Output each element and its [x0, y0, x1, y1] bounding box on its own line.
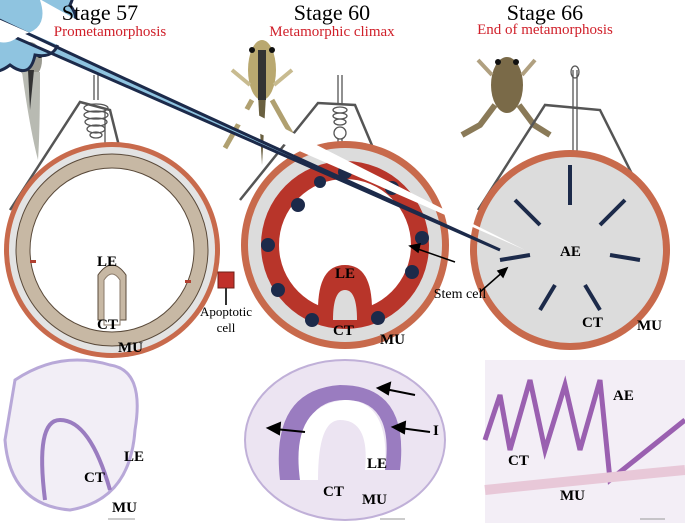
histo-label-mu-66: MU [560, 488, 585, 504]
stage57-title: Stage 57 [61, 0, 139, 25]
histo-label-ct-57: CT [84, 470, 105, 486]
stage60-title: Stage 60 [293, 0, 371, 25]
stage57-subtitle: Prometamorphosis [53, 24, 167, 40]
stem-cell-dots [261, 165, 429, 327]
label-le-57: LE [97, 254, 118, 270]
stage66-subtitle: End of metamorphosis [477, 22, 613, 38]
stem-cell-label: Stem cell [433, 287, 487, 302]
label-mu-57: MU [118, 340, 143, 356]
stage60-subtitle: Metamorphic climax [269, 24, 395, 40]
histo-label-ct-66: CT [508, 453, 529, 469]
histo-label-le-60: LE [367, 456, 388, 472]
cross-section-stage57 [4, 142, 220, 358]
froglet-stage60-image [222, 40, 303, 165]
froglet-stage66-image [460, 57, 552, 138]
label-le-60: LE [335, 266, 356, 282]
histo-label-mu-57: MU [112, 500, 137, 516]
apoptotic-cell-label: Apoptotic cell [200, 304, 252, 335]
histo-label-le-57: LE [124, 449, 145, 465]
histology-stage66 [482, 360, 685, 523]
histo-label-ct-60: CT [323, 484, 344, 500]
histology-stage60 [244, 359, 446, 521]
histology-arrows [265, 381, 431, 436]
histo-label-i-60: I [433, 423, 439, 439]
stage66-title: Stage 66 [506, 0, 584, 25]
label-ct-57: CT [97, 317, 118, 333]
apoptotic-cell-icon [217, 271, 235, 305]
label-ct-66: CT [582, 315, 603, 331]
label-mu-60: MU [380, 332, 405, 348]
stem-cell-arrows [408, 243, 509, 293]
label-ct-60: CT [333, 323, 354, 339]
label-ae-66: AE [560, 244, 581, 260]
cross-section-stage66 [0, 0, 670, 350]
histo-label-mu-60: MU [362, 492, 387, 508]
histology-stage57 [3, 358, 139, 520]
histo-label-ae-66: AE [613, 388, 634, 404]
label-mu-66: MU [637, 318, 662, 334]
